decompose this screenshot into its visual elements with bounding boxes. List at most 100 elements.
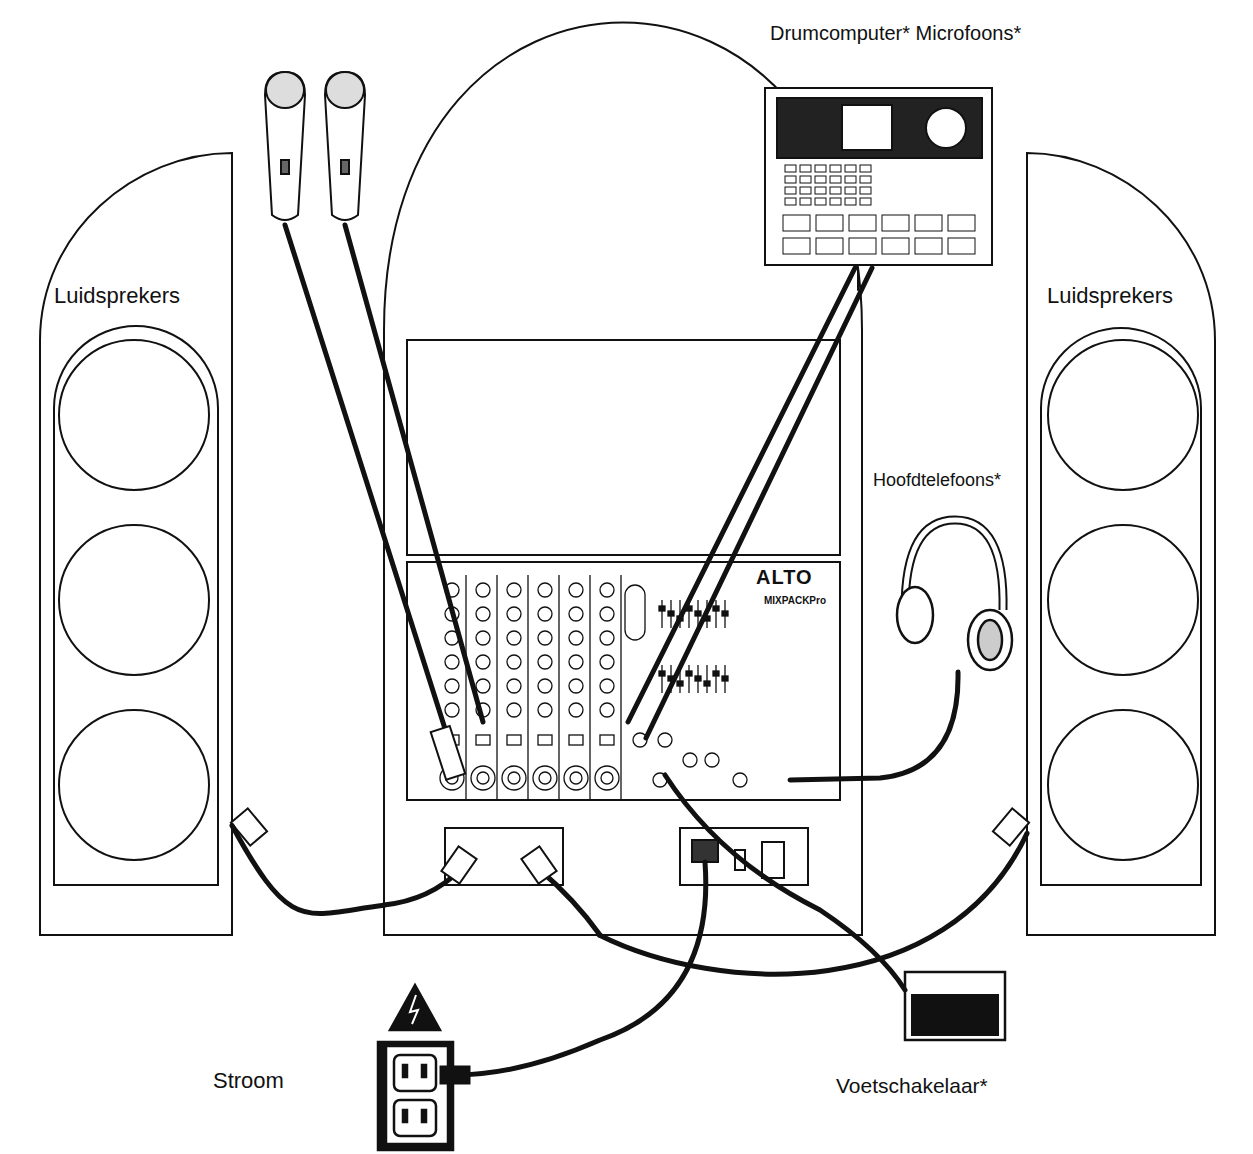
drum-button <box>860 187 871 194</box>
footswitch <box>905 972 1005 1040</box>
drum-button <box>815 187 826 194</box>
speaker-outline <box>1027 153 1215 935</box>
drum-button <box>845 187 856 194</box>
knob <box>507 607 521 621</box>
knob <box>476 679 490 693</box>
drum-pad <box>849 215 876 231</box>
drum-pad <box>948 238 975 254</box>
eq-slider <box>661 600 662 628</box>
drum-pad <box>948 215 975 231</box>
eq-cap <box>677 681 683 686</box>
eq-cap <box>695 611 701 616</box>
xlr-jack <box>564 766 588 790</box>
eq-cap <box>695 676 701 681</box>
button <box>538 735 552 745</box>
drum-button <box>800 165 811 172</box>
knob <box>507 703 521 717</box>
knob <box>538 583 552 597</box>
device-label: Hoofdtelefoons* <box>873 470 1001 491</box>
eq-slider <box>661 665 662 693</box>
drum-button <box>830 187 841 194</box>
strip-divider <box>465 575 466 800</box>
button <box>476 735 490 745</box>
model-name: MIXPACKPro <box>764 595 826 606</box>
drum-button <box>785 165 796 172</box>
eq-slider <box>706 665 707 693</box>
device-label: Drumcomputer* Microfoons* <box>770 22 1021 45</box>
drum-pad <box>783 238 810 254</box>
knob <box>538 679 552 693</box>
strip-divider <box>496 575 497 800</box>
knob <box>476 655 490 669</box>
knob <box>705 753 719 767</box>
knob <box>538 631 552 645</box>
power-label: Stroom <box>213 1068 284 1094</box>
eq-slider <box>688 665 689 693</box>
woofer <box>59 340 209 490</box>
mixer-cabinet: ALTOMIXPACKPro <box>384 340 862 935</box>
xlr-jack <box>502 766 526 790</box>
speaker-outline <box>40 153 232 935</box>
knob <box>445 655 459 669</box>
cables <box>231 225 1029 1084</box>
knob <box>507 679 521 693</box>
knob <box>658 733 672 747</box>
drum-button <box>815 165 826 172</box>
woofer <box>1048 710 1198 860</box>
woofer <box>59 710 209 860</box>
eq-cap <box>704 681 710 686</box>
strip-divider <box>558 575 559 800</box>
knob <box>569 631 583 645</box>
drum-button <box>785 176 796 183</box>
knob <box>600 607 614 621</box>
drum-pad <box>882 238 909 254</box>
eq-slider <box>715 665 716 693</box>
drum-pad <box>849 238 876 254</box>
knob <box>538 703 552 717</box>
knob <box>476 631 490 645</box>
eq-cap <box>668 611 674 616</box>
knob <box>683 753 697 767</box>
knob <box>600 631 614 645</box>
knob <box>600 655 614 669</box>
knob <box>476 607 490 621</box>
drum-pad <box>882 215 909 231</box>
speaker-cable <box>232 826 384 914</box>
drum-pad <box>915 238 942 254</box>
xlr-jack <box>570 772 582 784</box>
eq-cap <box>686 671 692 676</box>
knob <box>507 631 521 645</box>
eq-cap <box>659 671 665 676</box>
speaker-cabinet <box>40 153 232 935</box>
knob <box>733 773 747 787</box>
drum-pad <box>783 215 810 231</box>
knob <box>569 607 583 621</box>
drum-button <box>830 165 841 172</box>
woofer <box>59 525 209 675</box>
knob <box>538 607 552 621</box>
knob <box>600 583 614 597</box>
strip-divider <box>620 575 621 800</box>
eq-cap <box>713 606 719 611</box>
xlr-jack <box>508 772 520 784</box>
xlr-jack <box>595 766 619 790</box>
button <box>569 735 583 745</box>
knob <box>538 655 552 669</box>
eq-cap <box>713 671 719 676</box>
speaker-label: Luidsprekers <box>54 283 180 309</box>
drum-button <box>800 187 811 194</box>
drum-machine <box>765 88 992 265</box>
speaker-shape <box>1027 153 1215 935</box>
mixer-controls <box>440 575 747 800</box>
knob <box>507 583 521 597</box>
knob <box>569 655 583 669</box>
knob <box>507 655 521 669</box>
xlr-jack <box>533 766 557 790</box>
loudspeaker: Luidsprekers <box>40 153 232 935</box>
drum-pad <box>816 215 843 231</box>
device-label: Voetschakelaar* <box>836 1074 988 1098</box>
drum-pad <box>816 238 843 254</box>
drum-button <box>860 165 871 172</box>
